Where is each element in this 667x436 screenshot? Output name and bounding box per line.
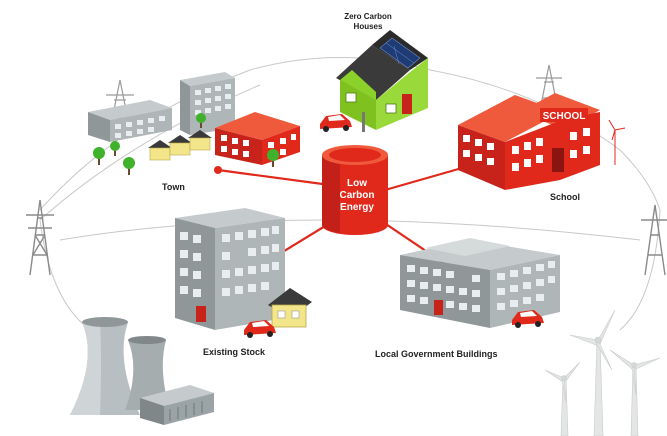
hub-label-line1: Low <box>347 178 367 189</box>
school-label: School <box>550 192 580 202</box>
wind-turbine-icon <box>544 361 581 436</box>
hub-label-line2: Carbon <box>340 190 375 201</box>
town: Town <box>88 72 300 192</box>
tree-icon <box>93 113 279 175</box>
wind-turbine-icon <box>609 349 661 436</box>
existing-stock: Existing Stock <box>175 208 312 357</box>
government-windows <box>407 261 555 312</box>
local-government-buildings: Local Government Buildings <box>375 238 560 359</box>
wind-turbine-icon <box>608 119 626 165</box>
zero-carbon-label-line1: Zero Carbon <box>344 12 392 21</box>
car-icon <box>320 114 352 132</box>
zero-carbon-label-line2: Houses <box>354 22 383 31</box>
power-station-building <box>140 385 214 425</box>
low-carbon-energy-hub: Low Carbon Energy <box>322 145 388 235</box>
existing-stock-label: Existing Stock <box>203 347 266 357</box>
car-icon <box>244 320 276 338</box>
town-houses <box>148 130 212 161</box>
school-sign: SCHOOL <box>543 111 586 122</box>
wind-turbine-icon <box>569 309 616 436</box>
local-government-label: Local Government Buildings <box>375 349 498 359</box>
school: SCHOOL School <box>458 93 626 202</box>
existing-stock-windows <box>180 226 279 297</box>
zero-carbon-house: Zero Carbon Houses <box>320 12 428 132</box>
car-icon <box>512 310 544 328</box>
cooling-tower-icon <box>70 317 170 415</box>
hub-label-line3: Energy <box>340 202 374 213</box>
town-label: Town <box>162 182 185 192</box>
power-pylon-icon <box>641 204 667 276</box>
power-pylon-icon <box>26 199 54 276</box>
